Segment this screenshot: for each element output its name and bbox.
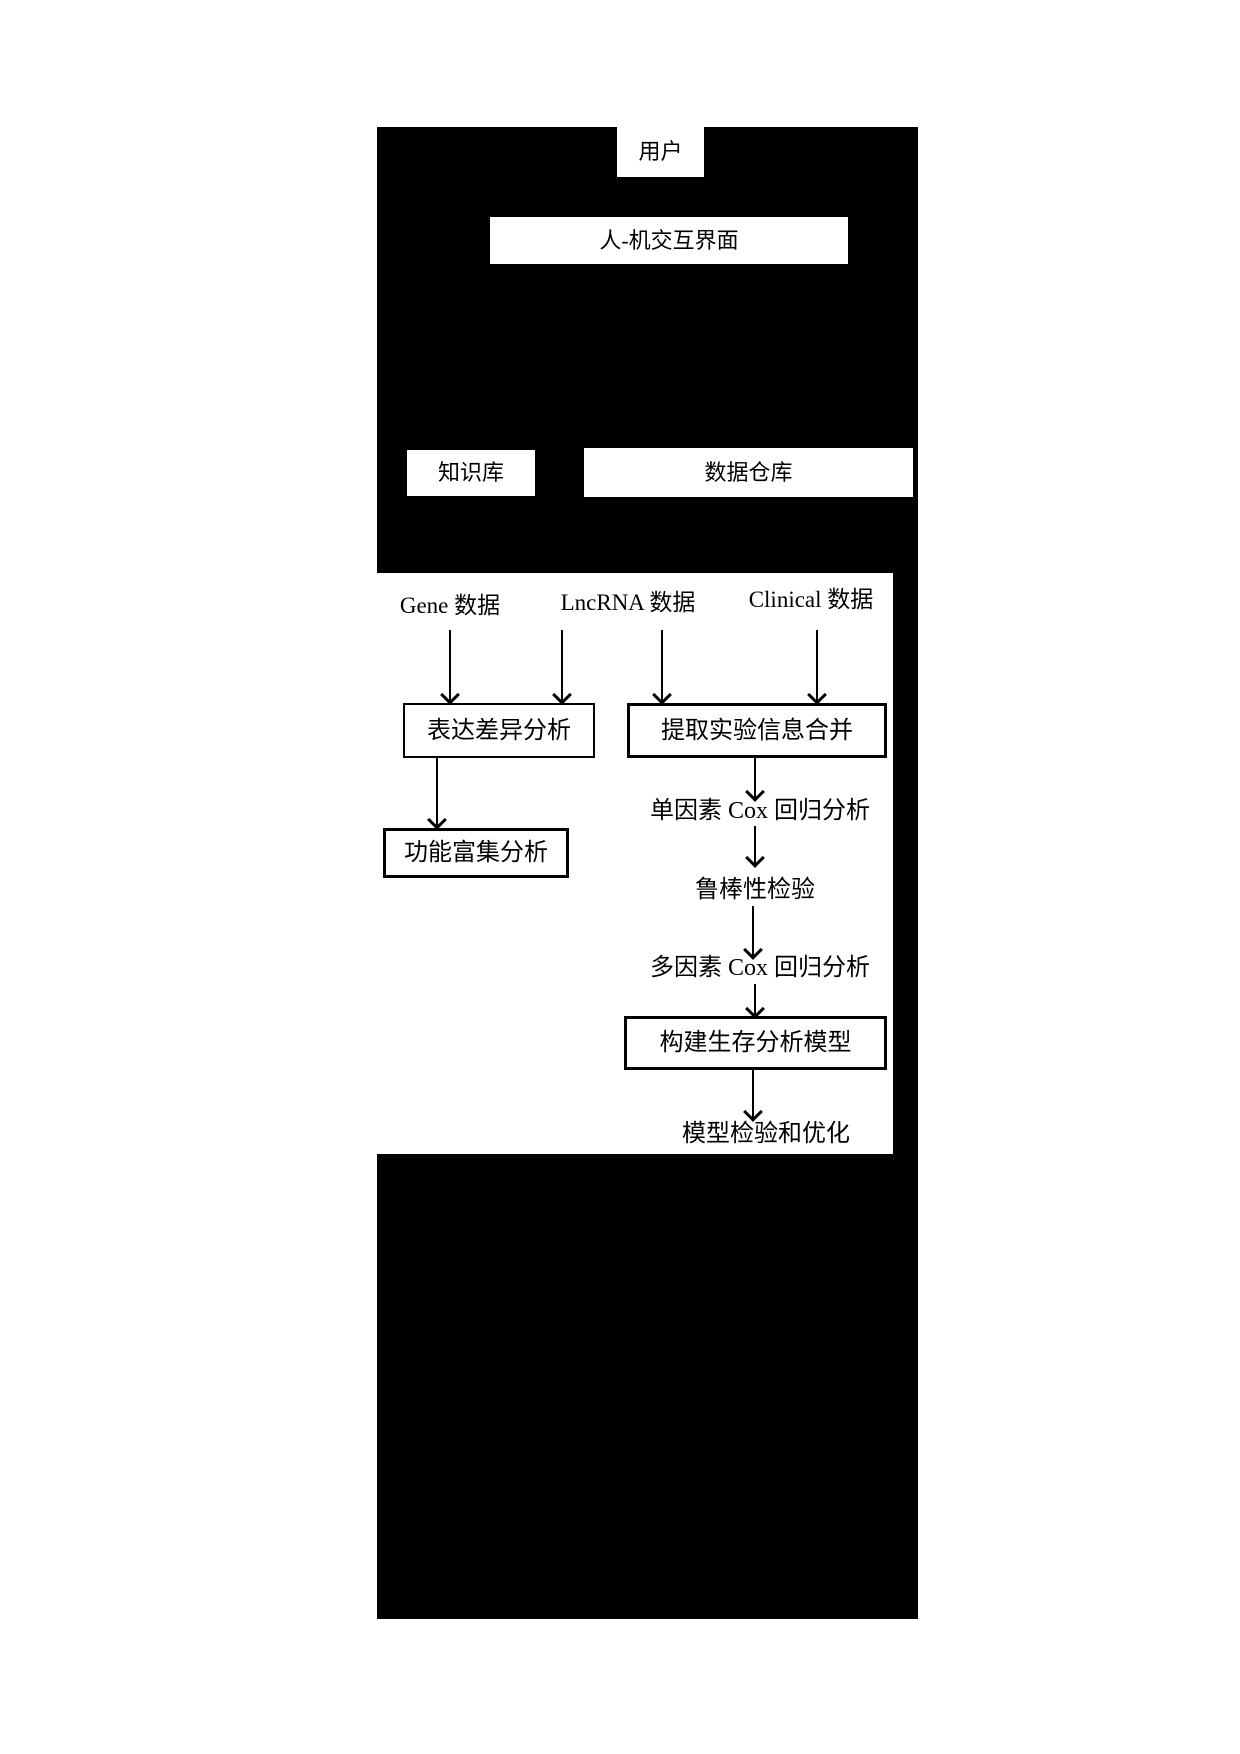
arrow-survival-model-to-model-check <box>752 1070 754 1118</box>
data-warehouse-label: 数据仓库 <box>704 459 793 485</box>
architecture-panel-bottom-background <box>377 1154 918 1619</box>
extract-merge-box: 提取实验信息合并 <box>627 703 887 758</box>
knowledge-base-label: 知识库 <box>437 460 504 485</box>
knowledge-base-box: 知识库 <box>407 450 535 496</box>
functional-enrichment-box: 功能富集分析 <box>383 828 569 878</box>
architecture-panel-right-strip <box>893 573 918 1154</box>
arrow-clinical-to-extract-merge <box>816 630 818 701</box>
clinical-data-label: Clinical 数据 <box>748 587 874 612</box>
arrow-lncrna-to-extract-merge <box>661 630 663 701</box>
arrow-extract-merge-to-single-cox <box>754 758 756 798</box>
architecture-panel-top-background <box>377 127 918 573</box>
arrow-expression-diff-to-func-enrich <box>436 758 438 826</box>
functional-enrichment-label: 功能富集分析 <box>404 840 548 866</box>
expression-diff-analysis-label: 表达差异分析 <box>427 717 571 744</box>
arrow-single-cox-to-robustness <box>754 826 756 864</box>
survival-model-label: 构建生存分析模型 <box>659 1030 852 1056</box>
model-check-step: 模型检验和优化 <box>682 1121 850 1147</box>
lncrna-data-label: LncRNA 数据 <box>560 590 696 615</box>
arrow-gene-to-expression-diff <box>449 630 451 701</box>
arrow-multi-cox-to-survival-model <box>754 984 756 1015</box>
multi-cox-step: 多因素 Cox 回归分析 <box>649 955 870 981</box>
human-machine-interface-label: 人-机交互界面 <box>599 227 739 253</box>
gene-data-label: Gene 数据 <box>399 593 501 618</box>
single-cox-step: 单因素 Cox 回归分析 <box>649 798 870 824</box>
user-box: 用户 <box>617 127 704 177</box>
arrow-lncrna-to-expression-diff <box>561 630 563 701</box>
robustness-step: 鲁棒性检验 <box>695 877 815 903</box>
extract-merge-label: 提取实验信息合并 <box>661 717 853 744</box>
arrow-robustness-to-multi-cox <box>752 906 754 956</box>
survival-model-box: 构建生存分析模型 <box>624 1016 887 1070</box>
data-warehouse-box: 数据仓库 <box>584 448 913 497</box>
user-label: 用户 <box>638 139 683 164</box>
expression-diff-analysis-box: 表达差异分析 <box>403 703 595 758</box>
human-machine-interface-box: 人-机交互界面 <box>490 217 848 264</box>
